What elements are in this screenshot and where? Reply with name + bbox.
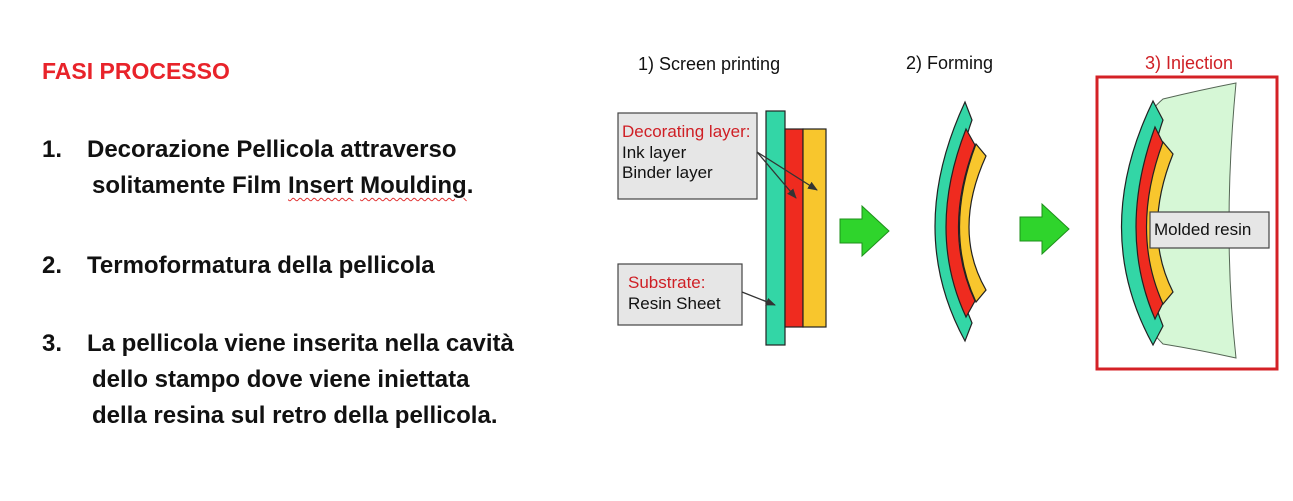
step-1-line-1: Decorazione Pellicola attraverso (87, 136, 457, 163)
substrate-label-box (617, 263, 743, 326)
step-1-misspelled-word-insert: Insert (288, 172, 354, 199)
injected-binder-layer (1145, 140, 1174, 306)
ink-layer-pointer (756, 151, 797, 199)
binder-layer-pointer (756, 151, 818, 191)
stage-2-title: 2) Forming (906, 53, 993, 73)
binder-layer-label: Binder layer (622, 163, 713, 182)
ink-layer (784, 128, 804, 328)
stage-3-title: 3) Injection (1145, 53, 1233, 73)
step-1-number: 1. (42, 136, 63, 163)
substrate-label: Substrate: (628, 273, 706, 292)
step-1-line-2: solitamente Film Insert Moulding. (42, 168, 473, 204)
process-arrow-2 (1019, 202, 1070, 256)
resin-sheet-label: Resin Sheet (628, 294, 721, 313)
process-arrow-1 (839, 204, 890, 258)
step-3: 3. La pellicola viene inserita nella cavi… (42, 326, 514, 434)
step-3-number: 3. (42, 330, 63, 357)
substrate-pointer (741, 291, 776, 306)
injection-highlight-frame (1095, 75, 1279, 371)
ink-layer-label: Ink layer (622, 143, 687, 162)
molded-resin-label: Molded resin (1154, 220, 1251, 239)
formed-ink-layer (945, 127, 976, 319)
step-1-line-2-start: solitamente Film (92, 172, 289, 199)
step-2-line-1: Termoformatura della pellicola (87, 252, 435, 279)
decorating-layer-label-box (617, 112, 758, 200)
step-3-line-3: della resina sul retro della pellicola. (92, 402, 498, 429)
decorating-layer-label: Decorating layer: (622, 122, 751, 141)
molded-resin-label-box (1149, 211, 1270, 249)
binder-layer (802, 128, 827, 328)
process-title: FASI PROCESSO (42, 58, 230, 84)
step-1-line-2-end: . (466, 172, 474, 199)
step-3-line-1: La pellicola viene inserita nella cavità (87, 330, 514, 357)
step-2-number: 2. (42, 252, 63, 279)
stage-1-title: 1) Screen printing (638, 54, 780, 74)
step-1: 1. Decorazione Pellicola attraverso solit… (42, 132, 473, 204)
step-3-line-2: dello stampo dove viene iniettata (92, 366, 470, 393)
formed-binder-layer (958, 142, 987, 304)
step-2: 2. Termoformatura della pellicola (42, 248, 435, 284)
step-1-misspelled-word-moulding: Moulding (360, 172, 467, 199)
substrate-resin-sheet-layer (765, 110, 786, 346)
